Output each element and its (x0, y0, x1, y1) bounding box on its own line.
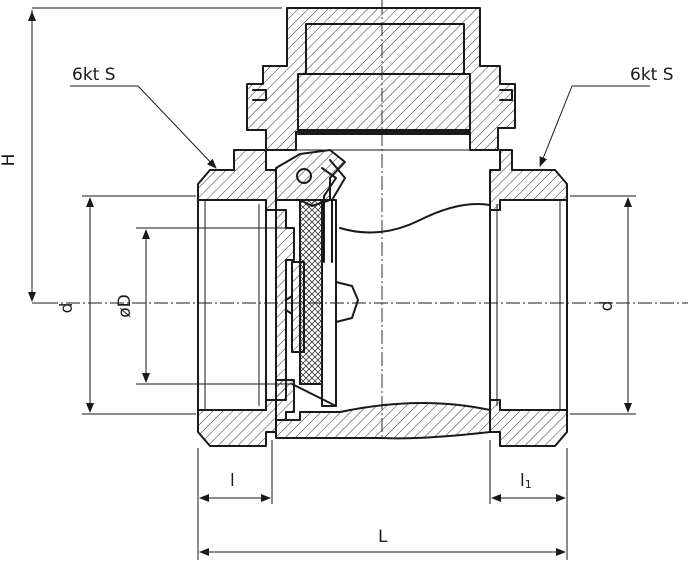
outlet-diameter-label: d (597, 301, 617, 312)
center-lines (44, 0, 688, 440)
thread-length-label-left: l (230, 471, 235, 491)
check-disc (275, 149, 359, 421)
height-dimension (28, 7, 282, 304)
hex-size-label-right: 6kt S (630, 65, 674, 85)
overall-length-label: L (378, 527, 388, 547)
thread-length-dimension-left (197, 440, 273, 560)
disc-diameter-label: øD (115, 294, 135, 318)
hex-size-label-left: 6kt S (72, 65, 116, 85)
height-label: H (0, 154, 19, 167)
hex-leaders (70, 85, 650, 169)
thread-length-dimension-right (489, 440, 568, 560)
disc-diameter-dimension (136, 227, 292, 385)
inlet-diameter-label: d (57, 303, 77, 314)
outlet-diameter-dimension (570, 195, 636, 415)
bonnet-cap (246, 7, 516, 151)
thread-length-label-right: l1 (520, 471, 532, 491)
inlet-diameter-dimension (82, 195, 196, 415)
valve-body (197, 149, 568, 447)
